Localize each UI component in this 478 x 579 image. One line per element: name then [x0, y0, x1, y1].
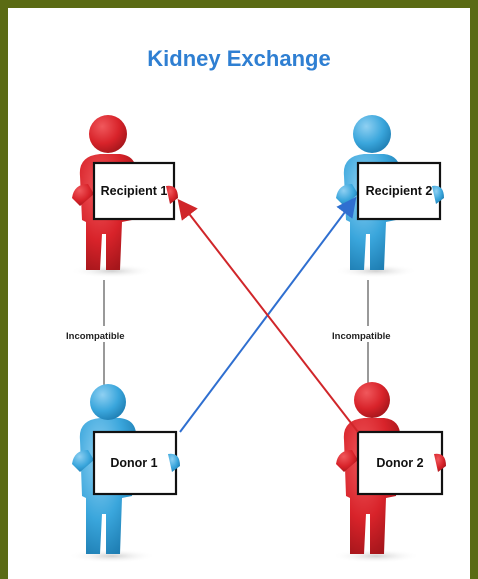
- arrow-donor2-to-recipient1: [177, 198, 359, 433]
- donor-2-figure: Donor 2: [332, 382, 446, 563]
- right-incompatible-label: Incompatible: [332, 331, 391, 342]
- diagram-title: Kidney Exchange: [147, 46, 331, 71]
- donor-2-label: Donor 2: [376, 456, 423, 470]
- recipient-2-label: Recipient 2: [366, 184, 433, 198]
- left-incompatible-label: Incompatible: [66, 331, 125, 342]
- recipient-1-figure: Recipient 1: [70, 115, 178, 278]
- recipient-1-sign: [92, 161, 176, 221]
- donor-1-figure: Donor 1: [68, 384, 180, 563]
- donor-1-label: Donor 1: [110, 456, 157, 470]
- exchange-diagram: Incompatible Incompatible Recipient 1 Re…: [66, 115, 446, 563]
- recipient-2-figure: Recipient 2: [334, 115, 444, 278]
- diagram-panel: Kidney Exchange: [8, 8, 470, 579]
- recipient-1-label: Recipient 1: [101, 184, 168, 198]
- donor-1-sign: [92, 430, 178, 496]
